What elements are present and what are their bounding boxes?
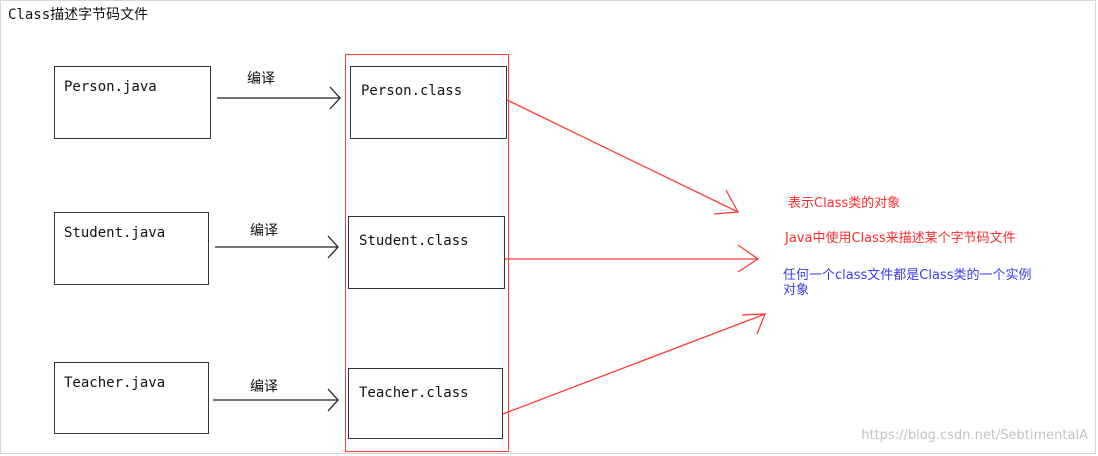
compile-label-2: 编译 — [250, 223, 278, 239]
object-arrow-student — [505, 244, 760, 273]
class-box-teacher: Teacher.class — [348, 368, 503, 439]
compile-arrow-teacher — [213, 388, 339, 412]
diagram-title: Class描述字节码文件 — [8, 7, 149, 23]
note-class-instance-line1: 任何一个class文件都是Class类的一个实例 — [783, 268, 1032, 283]
source-label-student: Student.java — [64, 225, 166, 241]
source-box-student: Student.java — [54, 212, 209, 285]
object-arrow-teacher — [502, 313, 766, 415]
compile-arrow-person — [217, 86, 341, 110]
class-files-highlight — [345, 54, 509, 452]
class-label-person: Person.class — [361, 83, 463, 99]
class-box-student: Student.class — [348, 216, 505, 289]
note-class-instance-line2: 对象 — [783, 283, 810, 298]
class-box-person: Person.class — [350, 66, 507, 139]
source-label-teacher: Teacher.java — [64, 375, 166, 391]
source-box-teacher: Teacher.java — [54, 362, 209, 434]
note-class-object: 表示Class类的对象 — [788, 196, 901, 211]
note-class-describes-bytecode: Java中使用Class来描述某个字节码文件 — [785, 231, 1016, 246]
object-arrow-person — [506, 99, 740, 215]
class-label-student: Student.class — [359, 233, 469, 249]
compile-label-1: 编译 — [247, 71, 275, 87]
watermark: https://blog.csdn.net/SebtimentalA — [861, 428, 1088, 443]
compile-arrow-student — [215, 235, 339, 259]
source-box-person: Person.java — [54, 66, 211, 139]
compile-label-3: 编译 — [250, 379, 278, 395]
source-label-person: Person.java — [64, 79, 157, 95]
class-label-teacher: Teacher.class — [359, 385, 469, 401]
